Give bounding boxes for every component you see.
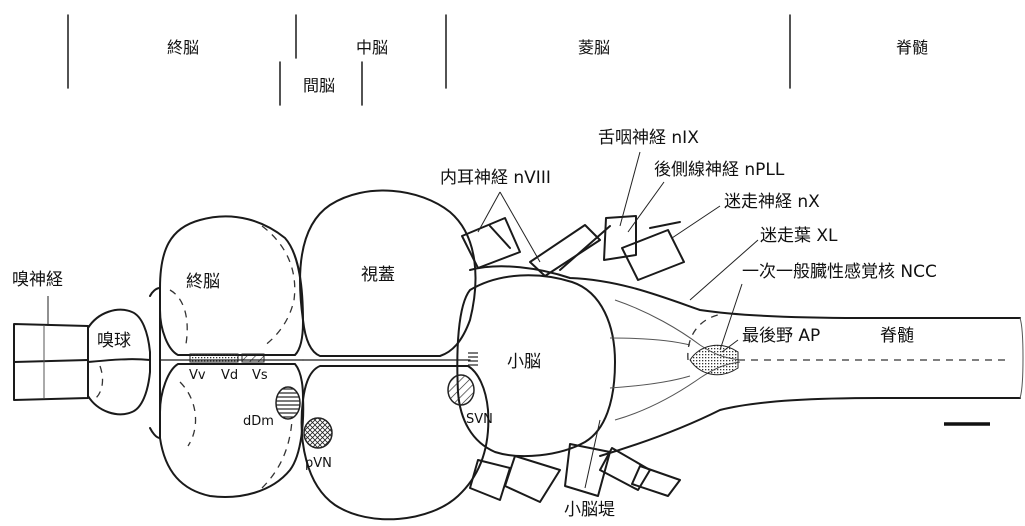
cranial-nerves-upper [462,216,684,280]
label-posterior-lateral-line-nerve: 後側線神経 nPLL [654,160,784,180]
region-dividers [68,15,790,105]
olfactory-tract [150,288,160,438]
label-svn: SVN [466,412,493,427]
region-label-diencephalon: 間脳 [303,76,335,96]
label-telencephalon: 終脳 [186,272,220,292]
telencephalon-upper [160,216,303,355]
label-ddm: dDm [243,414,274,429]
label-cerebellar-crest: 小脳堤 [564,500,615,520]
label-pvn: pVN [305,456,332,471]
label-vagus-nerve: 迷走神経 nX [724,192,820,212]
region-label-rhombencephalon: 菱脳 [578,38,610,58]
region-label-spinal-cord: 脊髄 [896,38,928,58]
label-glossopharyngeal-nerve: 舌咽神経 nIX [598,128,699,148]
vs-region [242,354,264,362]
label-cerebellum: 小脳 [507,352,541,372]
label-ncc: 一次一般臓性感覚核 NCC [742,262,937,282]
svn-area [448,375,474,405]
label-vagal-lobe: 迷走葉 XL [760,226,838,246]
label-vd: Vd [221,368,238,383]
area-postrema-region [690,345,738,374]
vv-vd-region [190,354,238,362]
ddm-area [276,387,300,419]
pvn-area [304,418,332,448]
leader-lines [48,152,758,488]
label-olfactory-nerve: 嗅神経 [12,270,63,290]
label-olfactory-bulb: 嗅球 [97,331,131,351]
label-area-postrema: 最後野 AP [742,326,820,346]
olfactory-nerve-shape [14,324,88,400]
label-vv: Vv [189,368,206,383]
label-inner-ear-nerve: 内耳神経 nVIII [440,168,551,188]
label-vs: Vs [252,368,268,383]
region-label-telencephalon: 終脳 [167,38,199,58]
cranial-nerves-lower [470,444,680,502]
olfactory-bulb-shape [88,310,150,415]
label-spinal-cord: 脊髄 [880,326,914,346]
label-optic-tectum: 視蓋 [361,265,395,285]
region-label-mesencephalon: 中脳 [356,38,388,58]
